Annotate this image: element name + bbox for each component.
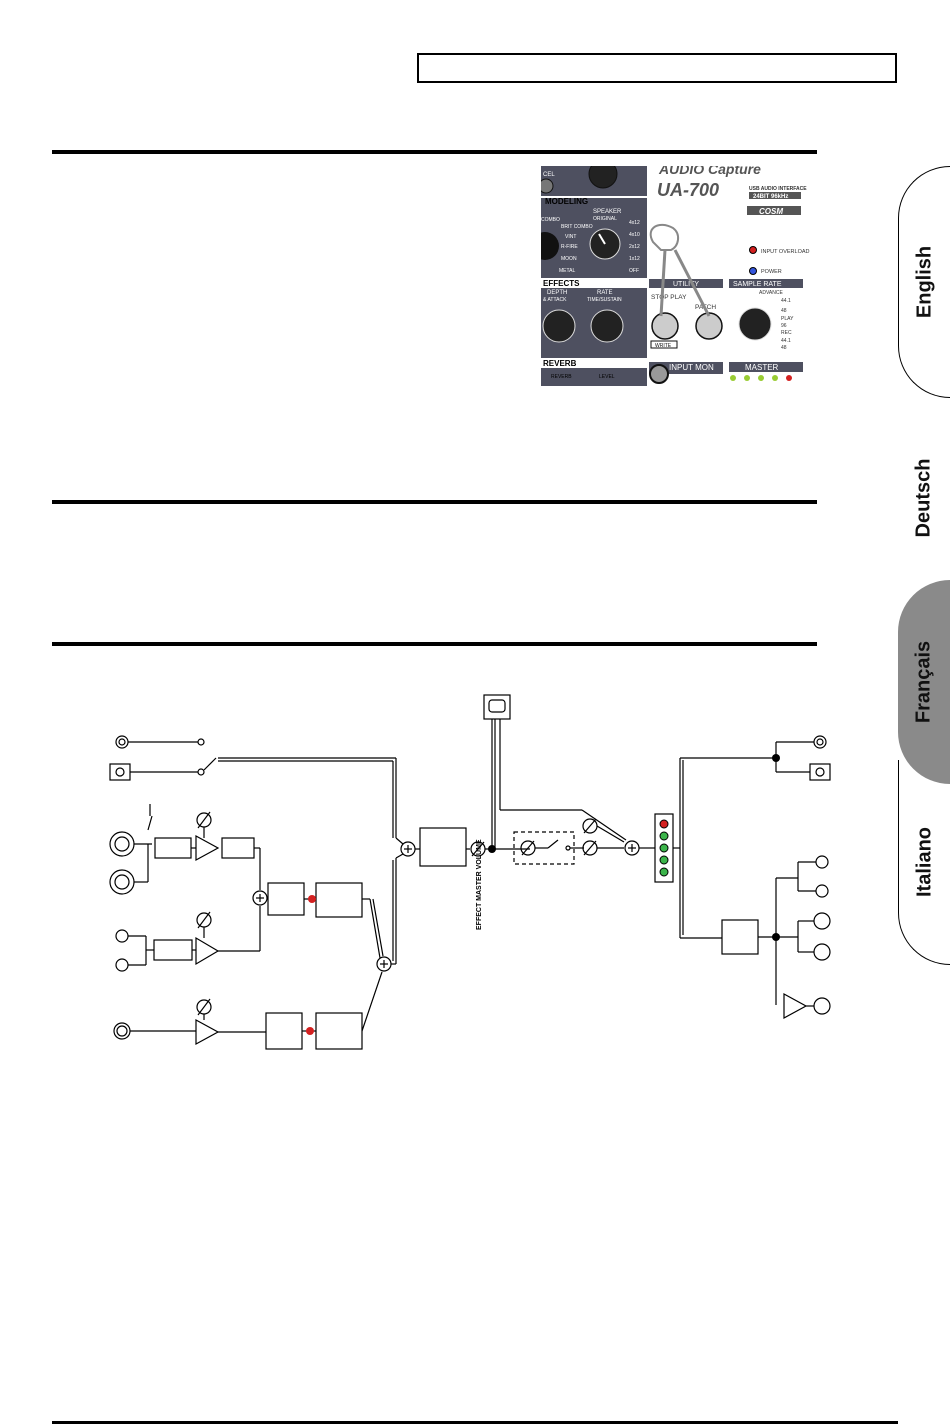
panel-speaker-original: ORIGINAL: [593, 216, 617, 222]
panel-brand: AUDIO Capture: [658, 166, 761, 177]
panel-write: WRITE: [655, 343, 672, 349]
panel-effects-label: EFFECTS: [543, 279, 580, 288]
panel-depth-label: DEPTH: [547, 290, 567, 296]
panel-amp-vint: VINT: [565, 234, 576, 240]
panel-amp-brit: BRIT COMBO: [561, 224, 593, 230]
panel-depth-sub: & ATTACK: [543, 297, 567, 303]
panel-model: UA-700: [657, 180, 719, 200]
panel-level-label: LEVEL: [599, 374, 615, 380]
panel-rate-48a: 48: [781, 308, 787, 314]
panel-speaker-label: SPEAKER: [593, 209, 622, 215]
section-rule-1: [52, 150, 817, 154]
panel-amp-metal: METAL: [559, 268, 576, 274]
panel-spec: 24BIT 96kHz: [753, 194, 788, 200]
panel-power: POWER: [761, 269, 782, 275]
panel-subtitle: USB AUDIO INTERFACE: [749, 186, 807, 192]
panel-speaker-4x12: 4x12: [629, 220, 640, 226]
meter-led: [659, 843, 669, 853]
meter-led: [659, 855, 669, 865]
panel-input-mon: INPUT MON: [669, 363, 714, 372]
panel-cosm-badge: COSM: [759, 207, 783, 216]
header-box: [417, 53, 897, 83]
panel-reverb-label: REVERB: [543, 359, 577, 368]
panel-master: MASTER: [745, 363, 779, 372]
panel-rate-441a: 44.1: [781, 298, 791, 304]
panel-speaker-2x12: 2x12: [629, 244, 640, 250]
panel-rec: REC: [781, 330, 792, 336]
panel-modeling-label: MODELING: [545, 197, 588, 206]
panel-amp-moon: MOON: [561, 256, 577, 262]
panel-sample-rate: SAMPLE RATE: [733, 281, 782, 288]
front-panel-illustration: CEL MODELING SPEAKER ORIGINAL COMBO BRIT…: [541, 166, 829, 386]
panel-speaker-1x12: 1x12: [629, 256, 640, 262]
section-rule-2: [52, 500, 817, 504]
section-rule-3: [52, 642, 817, 646]
panel-advance: ADVANCE: [759, 290, 783, 296]
panel-rate-sub: TIME/SUSTAIN: [587, 297, 622, 303]
panel-rate-441b: 44.1: [781, 338, 791, 344]
tab-deutsch[interactable]: Deutsch: [898, 382, 950, 614]
effect-master-volume-label: EFFECT MASTER VOLUME: [476, 839, 483, 930]
panel-reverb-sub: REVERB: [551, 374, 572, 380]
dot-1: [308, 895, 316, 903]
panel-play: PLAY: [781, 316, 794, 322]
dot-2: [306, 1027, 314, 1035]
panel-stop-play: STOP PLAY: [651, 294, 687, 301]
meter-led: [659, 867, 669, 877]
meter-led: [659, 831, 669, 841]
panel-speaker-off: OFF: [629, 268, 639, 274]
tab-english-label: English: [913, 245, 935, 319]
panel-cel-text: CEL: [543, 172, 555, 178]
panel-input-overload: INPUT OVERLOAD: [761, 249, 810, 255]
panel-speaker-4x10: 4x10: [629, 232, 640, 238]
tab-english[interactable]: English: [898, 166, 950, 398]
panel-rate-96: 96: [781, 323, 787, 329]
signal-flow-diagram: EFFECT MASTER VOLUME: [109, 694, 831, 1050]
meter-led: [659, 819, 669, 829]
panel-utility: UTILITY: [673, 281, 699, 288]
tab-italiano-label: Italiano: [913, 826, 935, 898]
panel-rate-48b: 48: [781, 345, 787, 351]
tab-francais[interactable]: Français: [898, 580, 950, 784]
tab-francais-label: Français: [912, 640, 935, 724]
tab-italiano[interactable]: Italiano: [898, 760, 950, 965]
panel-amp-combo: COMBO: [541, 217, 560, 223]
panel-amp-rfire: R-FIRE: [561, 244, 578, 250]
panel-rate-label: RATE: [597, 290, 613, 296]
tab-deutsch-label: Deutsch: [912, 458, 935, 538]
